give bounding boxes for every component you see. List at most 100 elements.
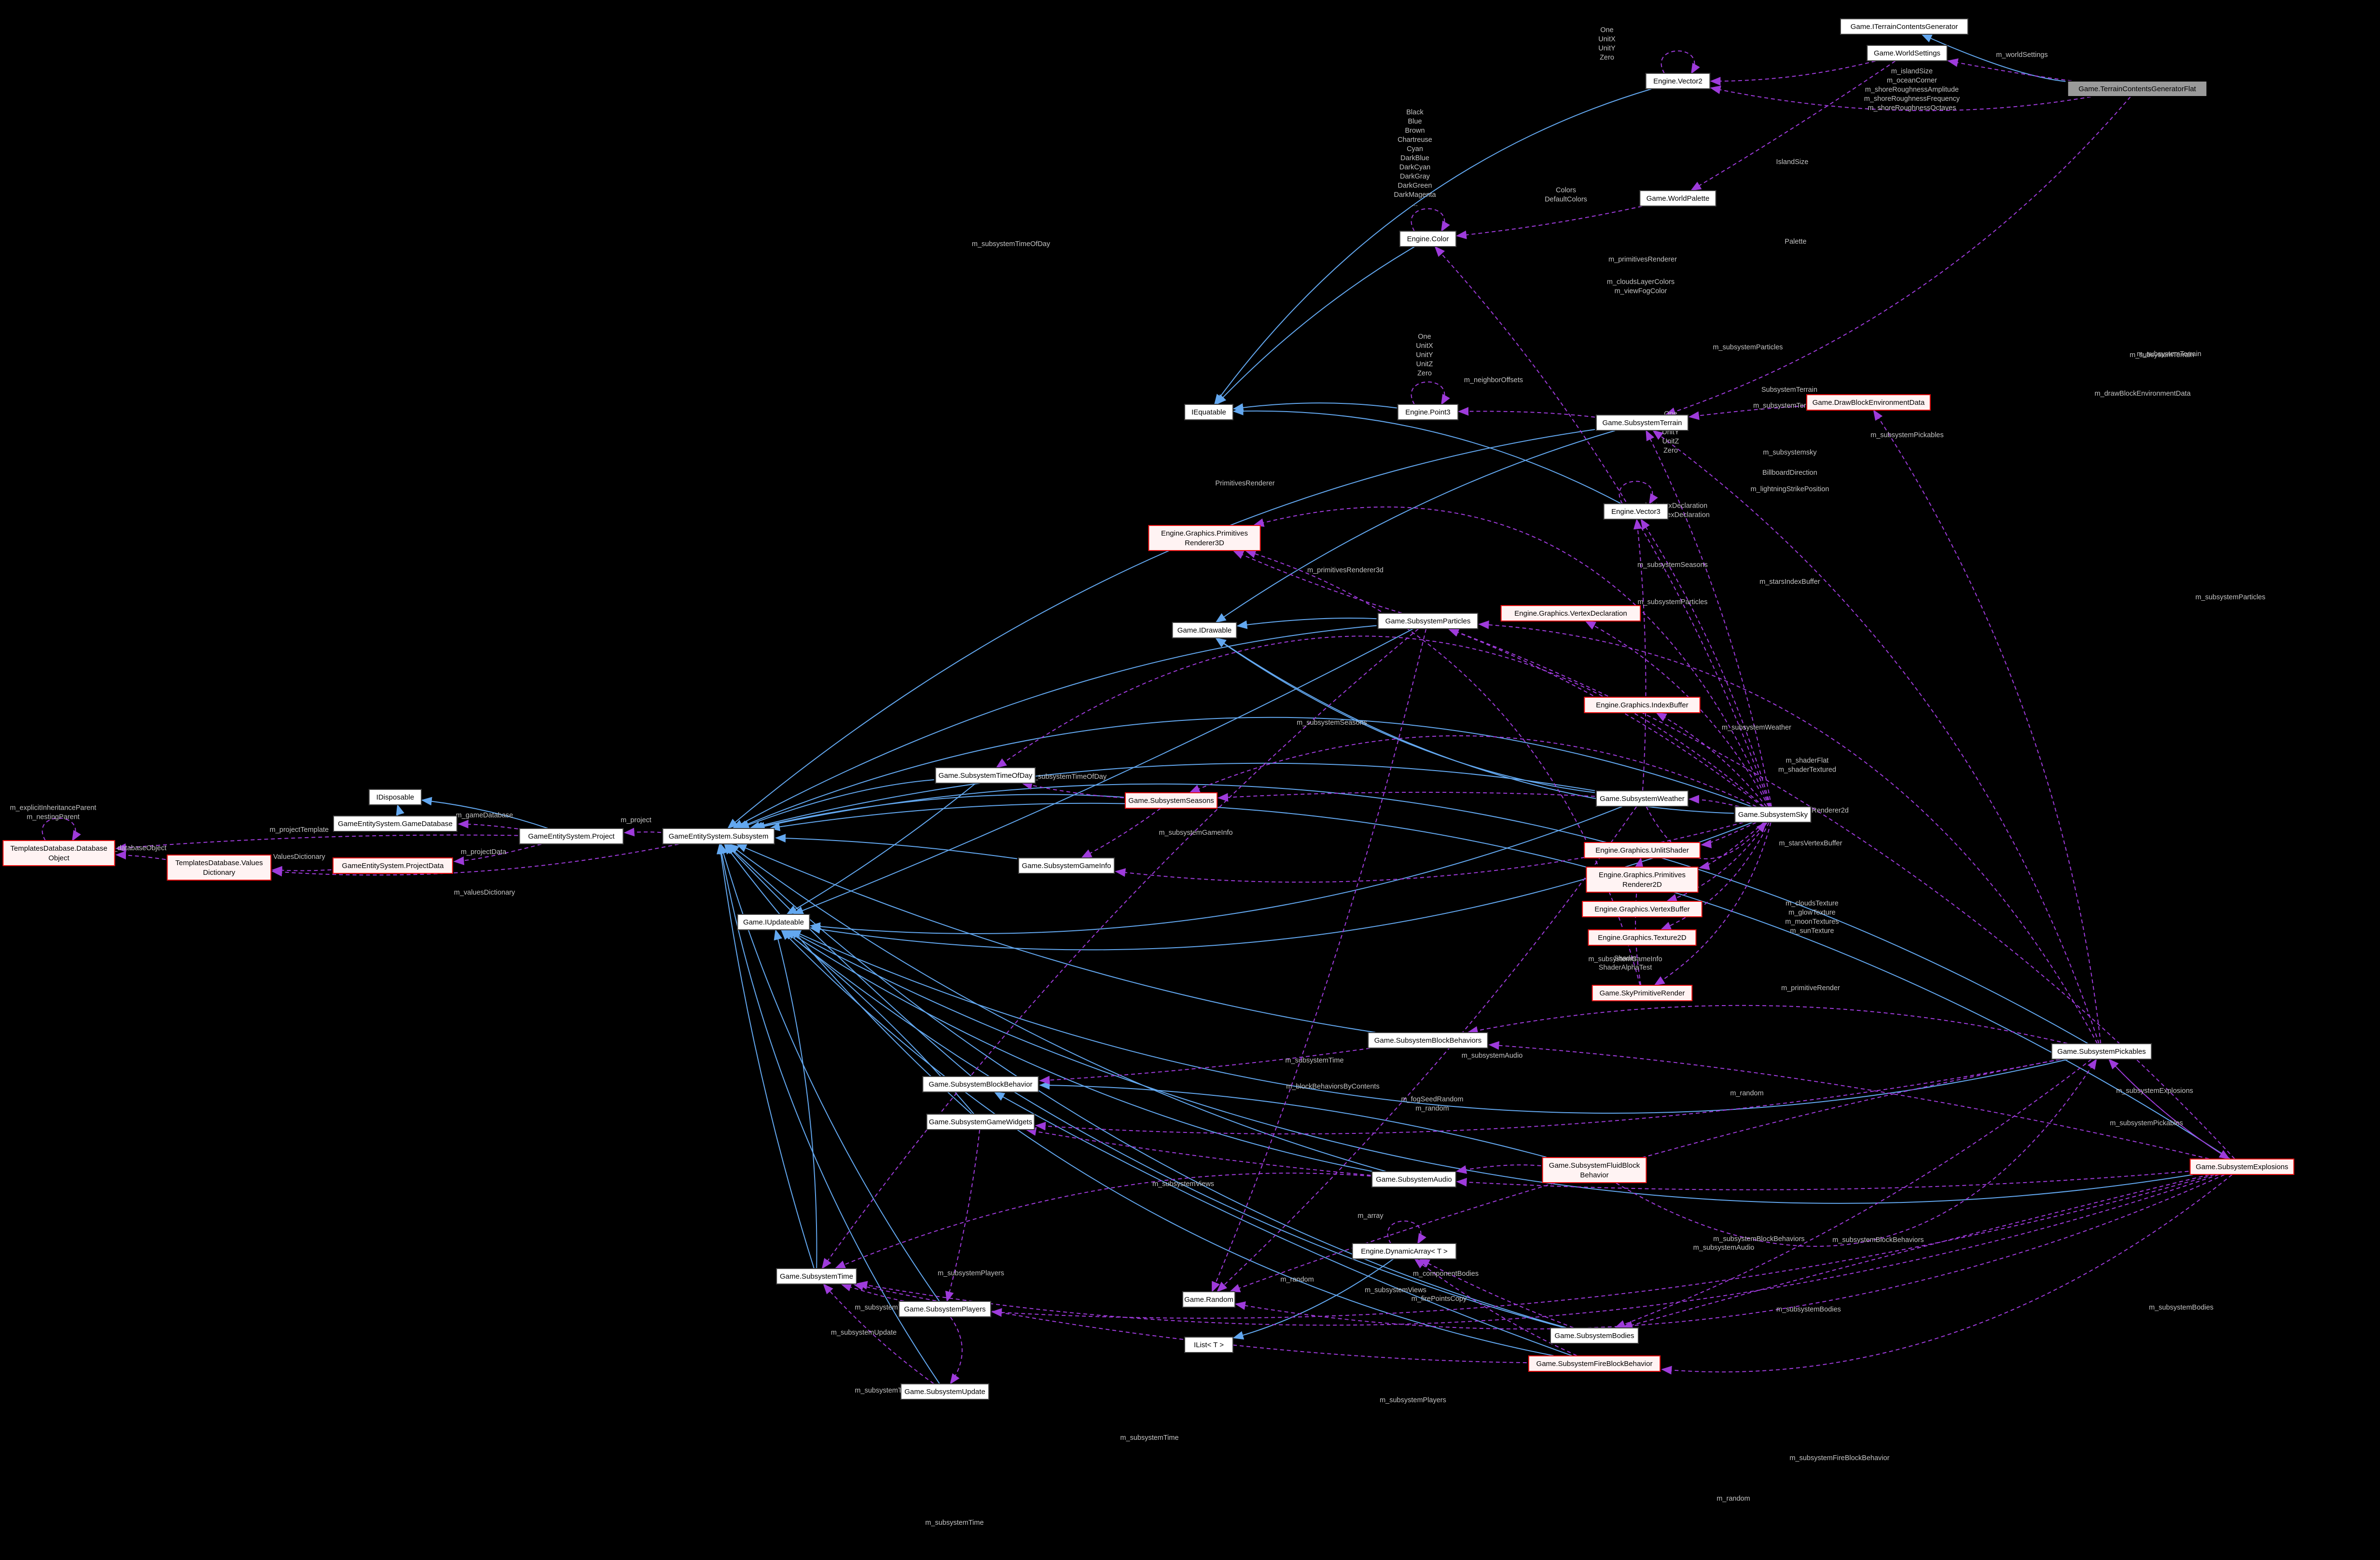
inheritance-edge [716, 843, 815, 1269]
edge-label: m_subsystemPickables [2110, 1119, 2183, 1127]
inheritance-edge [769, 802, 2230, 1160]
usage-edge [1666, 822, 1768, 903]
usage-edge [1660, 822, 1770, 930]
node-idr[interactable]: Game.IDrawable [1172, 622, 1237, 638]
node-sky[interactable]: Game.SubsystemSky [1734, 806, 1812, 823]
node-proj[interactable]: GameEntitySystem.Project [519, 828, 624, 844]
inheritance-edge [752, 794, 1124, 830]
node-gdb[interactable]: GameEntitySystem.GameDatabase [333, 815, 457, 832]
edge-label: m_subsystemWeather [1722, 724, 1791, 732]
node-subsys[interactable]: GameEntitySystem.Subsystem [662, 828, 775, 844]
node-color[interactable]: Engine.Color [1399, 231, 1457, 247]
edge-label: ValuesDictionary [273, 853, 325, 861]
inheritance-edge [736, 843, 1376, 1033]
inheritance-edge [754, 783, 2088, 1044]
usage-edge [1189, 735, 1757, 807]
inheritance-edge [809, 806, 1622, 934]
inheritance-edge [775, 834, 1017, 859]
node-plyr[interactable]: Game.SubsystemPlayers [898, 1301, 992, 1317]
node-tcgf[interactable]: Game.TerrainContentsGeneratorFlat [2067, 81, 2208, 97]
node-tex2[interactable]: Engine.Graphics.Texture2D [1588, 929, 1697, 946]
node-pick[interactable]: Game.SubsystemPickables [2051, 1043, 2152, 1060]
edge-label: m_subsystemTime [925, 1519, 983, 1527]
usage-edge [115, 834, 518, 852]
node-wp[interactable]: Game.WorldPalette [1639, 190, 1716, 207]
inheritance-edge [1039, 1081, 1547, 1158]
edge-label: m_subsystemTime [1285, 1057, 1343, 1064]
node-label: GameEntitySystem.ProjectData [342, 862, 444, 870]
node-dyn[interactable]: Engine.DynamicArray< T > [1352, 1243, 1457, 1259]
usage-edge [42, 817, 81, 842]
node-itcg[interactable]: Game.ITerrainContentsGenerator [1840, 18, 1968, 35]
inheritance-edge [994, 1091, 1572, 1356]
node-ibuf[interactable]: Engine.Graphics.IndexBuffer [1584, 697, 1701, 713]
node-part[interactable]: Game.SubsystemParticles [1377, 613, 1479, 629]
node-weath[interactable]: Game.SubsystemWeather [1595, 790, 1689, 807]
node-ginfo[interactable]: Game.SubsystemGameInfo [1018, 857, 1115, 874]
node-tod[interactable]: Game.SubsystemTimeOfDay [935, 767, 1036, 784]
usage-edge [1448, 628, 1763, 807]
edge-label: m_random [1716, 1495, 1750, 1503]
node-ieq[interactable]: IEquatable [1184, 404, 1233, 420]
node-bbs[interactable]: Game.SubsystemBlockBehaviors [1368, 1032, 1488, 1049]
edge-label: m_subsystemUpdate [831, 1329, 897, 1337]
usage-edge [1585, 621, 1770, 807]
node-vdecl[interactable]: Engine.Graphics.VertexDeclaration [1500, 605, 1641, 621]
node-unlit[interactable]: Engine.Graphics.UnlitShader [1584, 842, 1701, 858]
edge-label: IslandSize [1776, 158, 1809, 166]
node-gw[interactable]: Game.SubsystemGameWidgets [926, 1114, 1035, 1130]
node-v3[interactable]: Engine.Vector3 [1603, 503, 1669, 520]
edge-label: m_subsystemTimeOfDay [972, 240, 1051, 248]
node-ws[interactable]: Game.WorldSettings [1867, 45, 1948, 61]
node-vbuf[interactable]: Engine.Graphics.VertexBuffer [1582, 901, 1702, 917]
inheritance-edge [1216, 246, 1415, 405]
node-v2[interactable]: Engine.Vector2 [1645, 73, 1711, 89]
node-time[interactable]: Game.SubsystemTime [776, 1268, 857, 1284]
node-label: Game.Random [1184, 1296, 1233, 1304]
node-seas[interactable]: Game.SubsystemSeasons [1124, 792, 1218, 809]
usage-edge [1448, 628, 2235, 1160]
usage-edge [1387, 1220, 1426, 1244]
node-dbed[interactable]: Game.DrawBlockEnvironmentData [1806, 394, 1931, 411]
node-label: Engine.DynamicArray< T > [1361, 1247, 1448, 1256]
node-skyprim[interactable]: Game.SkyPrimitiveRender [1591, 985, 1693, 1001]
node-iupd[interactable]: Game.IUpdateable [737, 914, 810, 930]
node-p3[interactable]: Engine.Point3 [1397, 404, 1459, 420]
node-terr[interactable]: Game.SubsystemTerrain [1595, 414, 1689, 431]
node-label: Game.SkyPrimitiveRender [1600, 989, 1685, 997]
node-ilist[interactable]: IList< T > [1184, 1337, 1233, 1353]
edge-label: m_subsystemPlayers [1380, 1396, 1446, 1404]
usage-edge [1488, 1041, 2209, 1160]
edge-label: m_subsystemSeasons [1297, 719, 1367, 727]
node-aud[interactable]: Game.SubsystemAudio [1371, 1171, 1456, 1187]
node-pdata[interactable]: GameEntitySystem.ProjectData [332, 857, 453, 874]
edge-label: m_projectData [461, 848, 507, 856]
edge-label: m_subsystemViews [1152, 1180, 1214, 1188]
edge-label: m_subsystemTime [855, 1387, 913, 1394]
edge-label: m_subsystemAudio [1693, 1244, 1755, 1252]
node-idisp[interactable]: IDisposable [368, 789, 422, 805]
node-upd[interactable]: Game.SubsystemUpdate [900, 1383, 989, 1400]
edge-label: m_subsystemTime [1120, 1434, 1178, 1442]
inheritance-edge [727, 429, 1595, 829]
node-rnd[interactable]: Game.Random [1182, 1291, 1236, 1308]
node-expl[interactable]: Game.SubsystemExplosions [2189, 1159, 2295, 1175]
node-label: Game.SubsystemGameWidgets [929, 1118, 1032, 1126]
inheritance-edge [774, 929, 817, 1269]
node-bod[interactable]: Game.SubsystemBodies [1550, 1327, 1639, 1344]
usage-edge [1232, 550, 1402, 614]
node-bb[interactable]: Game.SubsystemBlockBehavior [922, 1076, 1039, 1092]
node-fire[interactable]: Game.SubsystemFireBlockBehavior [1528, 1355, 1661, 1372]
inheritance-edge [783, 929, 1565, 1328]
usage-edge [453, 843, 542, 865]
